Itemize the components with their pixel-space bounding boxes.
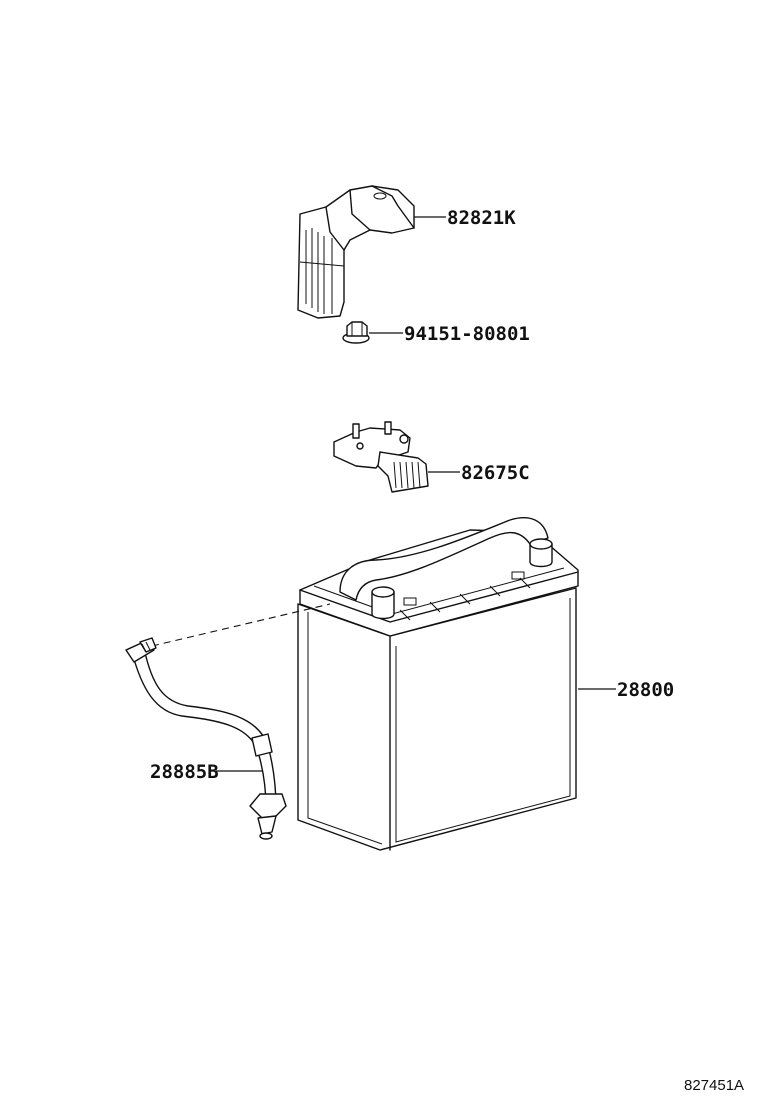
part-label-28885b: 28885B [150, 761, 219, 783]
part-label-94151-80801: 94151-80801 [404, 323, 530, 345]
figure-id: 827451A [684, 1077, 744, 1094]
fusible-link-block-icon[interactable] [333, 421, 429, 493]
part-label-82821k: 82821K [447, 207, 516, 229]
part-label-82675c: 82675C [461, 462, 530, 484]
terminal-cover-icon[interactable] [297, 185, 415, 319]
battery-icon[interactable] [297, 517, 579, 851]
vent-hose-icon[interactable] [125, 637, 287, 840]
hex-flange-nut-icon[interactable] [342, 321, 370, 344]
part-label-28800: 28800 [617, 679, 674, 701]
